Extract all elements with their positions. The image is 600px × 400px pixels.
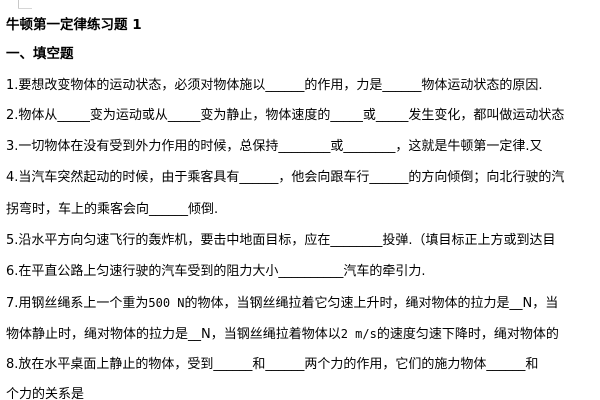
question-3: 3.一切物体在没有受到外力作用的时候，总保持________或________，… xyxy=(6,139,543,154)
question-4-continued: 拐弯时，车上的乘客会向______倾倒. xyxy=(6,202,219,217)
question-6: 6.在平直公路上匀速行驶的汽车受到的阻力大小__________汽车的牵引力. xyxy=(6,264,426,279)
question-7-text-2: 的物体，当钢丝绳拉着它匀速上升时，绳对物体的拉力是__N，当 xyxy=(184,296,559,311)
question-7-text-1: 7.用钢丝绳系上一个重为 xyxy=(6,296,149,311)
page-corner-mark xyxy=(18,0,19,8)
question-7-continued: 物体静止时，绳对物体的拉力是__N，当钢丝绳拉着物体以2 m/s的速度匀速下降时… xyxy=(6,326,559,343)
question-5: 5.沿水平方向匀速飞行的轰炸机，要击中地面目标，应在________投弹.（填目… xyxy=(6,233,556,248)
question-7: 7.用钢丝绳系上一个重为500 N的物体，当钢丝绳拉着它匀速上升时，绳对物体的拉… xyxy=(6,295,558,312)
page-corner-mark-horizontal xyxy=(18,8,32,9)
question-8: 8.放在水平桌面上静止的物体，受到______和______两个力的作用，它们的… xyxy=(6,357,539,372)
document-title: 牛顿第一定律练习题 1 xyxy=(6,17,142,33)
question-7-speed: 2 m/s xyxy=(340,327,377,341)
question-8-continued: 个力的关系是 xyxy=(6,387,85,400)
question-7-continued-text-1: 物体静止时，绳对物体的拉力是__N，当钢丝绳拉着物体以 xyxy=(6,327,341,342)
question-2: 2.物体从_____变为运动或从_____变为静止，物体速度的_____或___… xyxy=(6,108,565,123)
question-4: 4.当汽车突然起动的时候，由于乘客具有______，他会向跟车行______的方… xyxy=(6,170,565,185)
question-7-continued-text-2: 的速度匀速下降时，绳对物体的 xyxy=(376,327,559,342)
section-heading: 一、填空题 xyxy=(6,46,74,62)
question-1: 1.要想改变物体的运动状态，必须对物体施以______的作用，力是______物… xyxy=(6,78,543,93)
question-7-weight: 500 N xyxy=(148,296,185,310)
